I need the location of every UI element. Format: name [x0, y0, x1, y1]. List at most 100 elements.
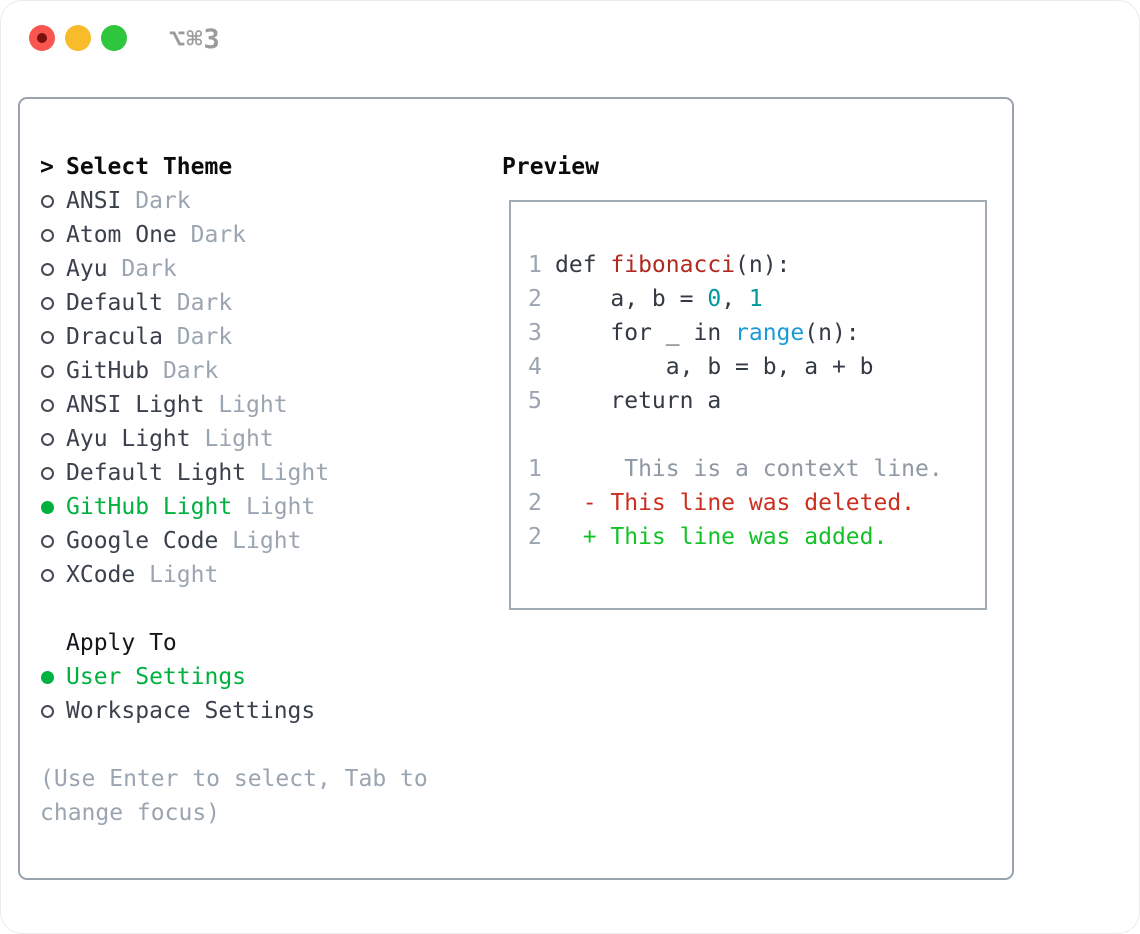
- cursor-icon: >: [40, 154, 54, 180]
- theme-name: Ayu Light: [66, 426, 191, 452]
- theme-name: Default Light: [66, 460, 247, 486]
- spacer: [40, 592, 480, 626]
- radio-icon: [40, 330, 66, 344]
- theme-variant-badge: Light: [204, 392, 288, 418]
- window-title: ⌥⌘3: [169, 24, 221, 55]
- theme-name: Atom One: [66, 222, 177, 248]
- radio-selected-icon: [40, 500, 66, 514]
- theme-name: Dracula: [66, 324, 163, 350]
- hint-line: (Use Enter to select, Tab to: [40, 766, 428, 792]
- hint-line: change focus): [40, 800, 221, 826]
- radio-icon: [40, 432, 66, 446]
- code-token-code: a, b =: [555, 286, 708, 312]
- theme-variant-badge: Light: [190, 426, 274, 452]
- theme-variant-badge: Light: [246, 460, 330, 486]
- line-number: 4: [528, 354, 542, 380]
- radio-icon: [40, 262, 66, 276]
- theme-name: GitHub Light: [66, 494, 233, 520]
- close-button[interactable]: [29, 25, 55, 51]
- theme-option-xcode[interactable]: XCode Light: [40, 558, 480, 592]
- radio-icon: [40, 466, 66, 480]
- code-line: 2 - This line was deleted.: [528, 486, 985, 520]
- theme-option-ayu[interactable]: Ayu Dark: [40, 252, 480, 286]
- code-token-context: This is a context line.: [555, 456, 943, 482]
- theme-option-github[interactable]: GitHub Dark: [40, 354, 480, 388]
- keyboard-hint: (Use Enter to select, Tab to change focus…: [40, 762, 480, 830]
- radio-icon: [40, 296, 66, 310]
- select-theme-heading-row: > Select Theme: [40, 150, 480, 184]
- theme-variant-badge: Light: [218, 528, 302, 554]
- code-token-deleted: - This line was deleted.: [555, 490, 916, 516]
- theme-variant-badge: Dark: [149, 358, 219, 384]
- theme-variant-badge: Dark: [107, 256, 177, 282]
- line-number: 2: [528, 490, 542, 516]
- radio-icon: [40, 398, 66, 412]
- theme-option-google-code[interactable]: Google Code Light: [40, 524, 480, 558]
- code-line: 2 a, b = 0, 1: [528, 282, 985, 316]
- code-token-added: + This line was added.: [555, 524, 888, 550]
- title-bar: ⌥⌘3: [0, 0, 1140, 97]
- code-line: [528, 418, 985, 452]
- theme-name: GitHub: [66, 358, 150, 384]
- spacer: [40, 728, 480, 762]
- zoom-button[interactable]: [101, 25, 127, 51]
- theme-variant-badge: Dark: [162, 324, 233, 350]
- apply-option-workspace-settings[interactable]: Workspace Settings: [40, 694, 480, 728]
- code-line: 5 return a: [528, 384, 985, 418]
- theme-option-ansi-light[interactable]: ANSI Light Light: [40, 388, 480, 422]
- line-number: 5: [528, 388, 542, 414]
- radio-icon: [40, 364, 66, 378]
- radio-icon: [40, 704, 66, 718]
- theme-name: XCode: [66, 562, 136, 588]
- code-token-code: a, b = b, a + b: [555, 354, 874, 380]
- theme-name: Default: [66, 290, 163, 316]
- theme-variant-badge: Dark: [162, 290, 233, 316]
- radio-icon: [40, 228, 66, 242]
- theme-option-github-light[interactable]: GitHub Light Light: [40, 490, 480, 524]
- code-token-code: (n):: [804, 320, 860, 346]
- radio-selected-icon: [40, 670, 66, 684]
- theme-option-atom-one[interactable]: Atom One Dark: [40, 218, 480, 252]
- theme-option-default-light[interactable]: Default Light Light: [40, 456, 480, 490]
- theme-name: ANSI: [66, 188, 122, 214]
- theme-name: Google Code: [66, 528, 219, 554]
- code-token-code: (n):: [735, 252, 791, 278]
- theme-option-dracula[interactable]: Dracula Dark: [40, 320, 480, 354]
- code-token-code: def: [555, 252, 611, 278]
- code-token-num: 0: [707, 286, 722, 312]
- code-token-num: 1: [748, 286, 763, 312]
- apply-option-label: Workspace Settings: [66, 698, 316, 724]
- apply-option-user-settings[interactable]: User Settings: [40, 660, 480, 694]
- minimize-button[interactable]: [65, 25, 91, 51]
- theme-option-ayu-light[interactable]: Ayu Light Light: [40, 422, 480, 456]
- theme-variant-badge: Dark: [121, 188, 191, 214]
- code-token-builtin: range: [735, 320, 805, 346]
- theme-option-default[interactable]: Default Dark: [40, 286, 480, 320]
- code-token-code: ,: [721, 286, 749, 312]
- theme-variant-badge: Light: [135, 562, 219, 588]
- theme-variant-badge: Dark: [176, 222, 247, 248]
- line-number: 2: [528, 286, 542, 312]
- traffic-lights: [29, 25, 127, 51]
- theme-option-ansi[interactable]: ANSI Dark: [40, 184, 480, 218]
- code-line: 3 for _ in range(n):: [528, 316, 985, 350]
- apply-to-heading-row: Apply To: [40, 626, 480, 660]
- line-number: 2: [528, 524, 542, 550]
- line-number: 3: [528, 320, 542, 346]
- theme-name: ANSI Light: [66, 392, 205, 418]
- code-line: 4 a, b = b, a + b: [528, 350, 985, 384]
- select-theme-heading: Select Theme: [66, 154, 233, 180]
- radio-icon: [40, 194, 66, 208]
- code-token-func: fibonacci: [610, 252, 736, 278]
- radio-icon: [40, 568, 66, 582]
- line-number: 1: [528, 456, 542, 482]
- radio-icon: [40, 534, 66, 548]
- code-line: 1 This is a context line.: [528, 452, 985, 486]
